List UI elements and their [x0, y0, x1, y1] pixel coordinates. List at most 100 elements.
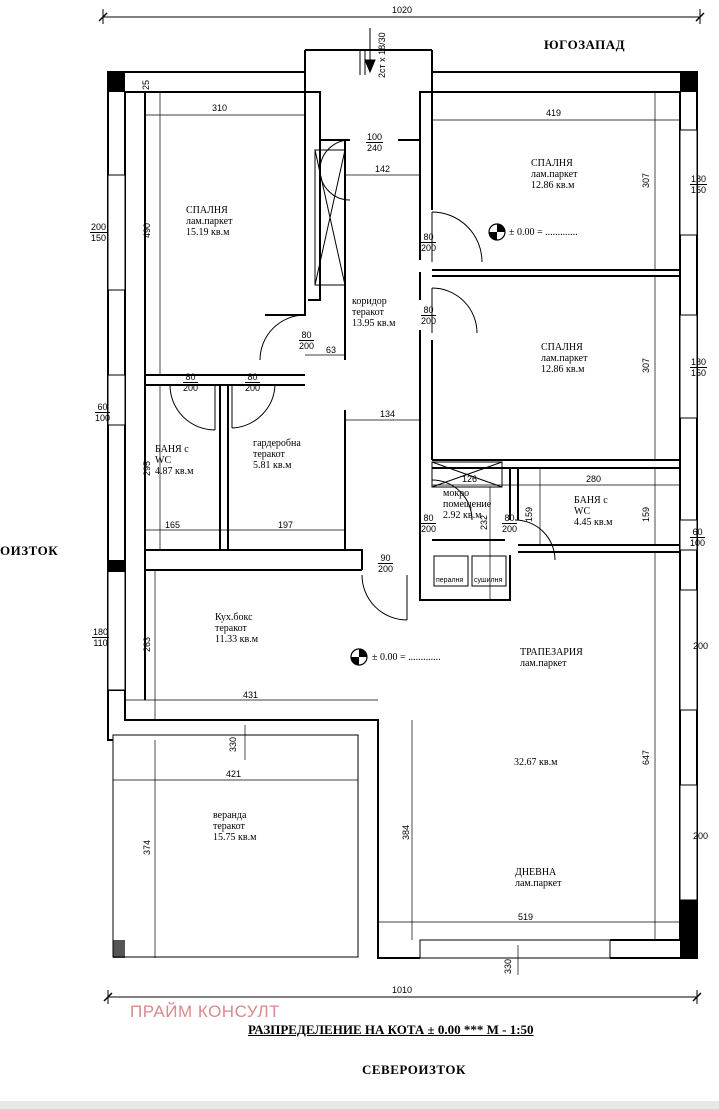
room-name-2: помещение: [443, 499, 492, 510]
room-floor: лам.паркет: [520, 658, 567, 669]
direction-northeast: СЕВЕРОИЗТОК: [362, 1062, 466, 1077]
dim-134: 134: [380, 409, 396, 419]
room-name: СПАЛНЯ: [541, 342, 583, 353]
room-bath-2: БАНЯ с WC 4.45 кв.м: [574, 495, 612, 528]
dim-330-b: 330: [503, 958, 513, 974]
room-floor: лам.паркет: [541, 353, 588, 364]
room-bath-1: БАНЯ с WC 4.87 кв.м: [155, 444, 193, 477]
dim-232: 232: [479, 514, 489, 530]
room-name: БАНЯ с: [574, 495, 608, 506]
room-name: гардеробна: [253, 438, 301, 449]
dim-307-b: 307: [641, 357, 651, 373]
veranda-outline: [112, 734, 359, 958]
room-dining: ТРАПЕЗАРИЯ лам.паркет: [520, 647, 583, 669]
room-area: 11.33 кв.м: [215, 634, 259, 645]
dim-421: 421: [226, 769, 242, 779]
dim-310: 310: [212, 103, 228, 113]
room-name: мокро: [443, 488, 470, 499]
dim-overall-bottom: 1010: [392, 985, 413, 995]
dim-419: 419: [546, 108, 562, 118]
room-floor: лам.паркет: [531, 169, 578, 180]
room-area: 2.92 кв.м: [443, 510, 482, 521]
room-kitchen: Кух.бокс теракот 11.33 кв.м: [215, 612, 258, 645]
dim-384: 384: [401, 824, 411, 840]
stair-arrow: [364, 28, 376, 74]
room-name-2: WC: [574, 506, 591, 517]
dimension-line-top: [98, 9, 705, 24]
room-area: 4.87 кв.м: [155, 466, 194, 477]
dim-63: 63: [326, 345, 337, 355]
dim-307-a: 307: [641, 172, 651, 188]
dim-159-b: 159: [641, 506, 651, 522]
door-swings: [169, 139, 556, 621]
room-name: БАНЯ с: [155, 444, 189, 455]
direction-southwest: ЮГОЗАПАД: [544, 37, 626, 52]
dim-197: 197: [278, 520, 294, 530]
dim-330-a: 330: [228, 736, 238, 752]
room-floor: теракот: [253, 449, 285, 460]
room-floor: теракот: [352, 307, 384, 318]
company-brand: ПРАЙМ КОНСУЛТ: [130, 1002, 281, 1021]
room-area: 15.19 кв.м: [186, 227, 230, 238]
label-washer: пералня: [436, 577, 464, 584]
room-name-2: WC: [155, 455, 172, 466]
drawing-title: РАЗПРЕДЕЛЕНИЕ НА КОТА ± 0.00 *** М - 1:5…: [248, 1022, 534, 1037]
bottom-edge-bar: [0, 1101, 719, 1109]
dim-647: 647: [641, 749, 651, 765]
level-marker-2: [350, 648, 368, 666]
fixtures: [314, 50, 507, 587]
dim-519: 519: [518, 912, 534, 922]
room-name: Кух.бокс: [215, 612, 253, 623]
room-utility: мокро помещение 2.92 кв.м: [443, 488, 491, 521]
dimension-line-bottom: [103, 990, 702, 1004]
room-area: 4.45 кв.м: [574, 517, 613, 528]
room-name: ДНЕВНА: [515, 867, 557, 878]
room-corridor: коридор теракот 13.95 кв.м: [352, 296, 395, 329]
dim-159-a: 159: [524, 506, 534, 522]
room-living: ДНЕВНА лам.паркет: [515, 867, 561, 889]
dim-overall-top: 1020: [392, 5, 413, 15]
room-bedroom-3: СПАЛНЯ лам.паркет 12.86 кв.м: [541, 342, 587, 375]
room-floor: теракот: [215, 623, 247, 634]
room-floor: теракот: [213, 821, 245, 832]
dim-374: 374: [142, 839, 152, 855]
room-name: веранда: [213, 810, 247, 821]
wall-corners: [108, 72, 697, 958]
room-bedroom-2: СПАЛНЯ лам.паркет 12.86 кв.м: [531, 158, 577, 191]
dim-142: 142: [375, 164, 391, 174]
level-marker-1: [488, 223, 506, 241]
room-area: 12.86 кв.м: [531, 180, 575, 191]
dim-431: 431: [243, 690, 259, 700]
level-label-2: ± 0.00 = .............: [372, 652, 441, 663]
room-floor: лам.паркет: [186, 216, 233, 227]
window-200-b: 200: [693, 831, 709, 841]
dimension-lines: [113, 92, 680, 975]
window-200-a: 200: [693, 641, 709, 651]
room-bedroom-1: СПАЛНЯ лам.паркет 15.19 кв.м: [186, 205, 232, 238]
room-area: 15.75 кв.м: [213, 832, 257, 843]
dim-126: 126: [462, 474, 478, 484]
dim-295: 295: [142, 460, 152, 476]
stair-note: 2ст х 18/30: [377, 32, 387, 78]
room-name: ТРАПЕЗАРИЯ: [520, 647, 583, 658]
level-label-1: ± 0.00 = .............: [509, 227, 578, 238]
dim-165: 165: [165, 520, 181, 530]
room-name: СПАЛНЯ: [531, 158, 573, 169]
room-veranda: веранда теракот 15.75 кв.м: [213, 810, 256, 843]
dim-263: 263: [142, 636, 152, 652]
